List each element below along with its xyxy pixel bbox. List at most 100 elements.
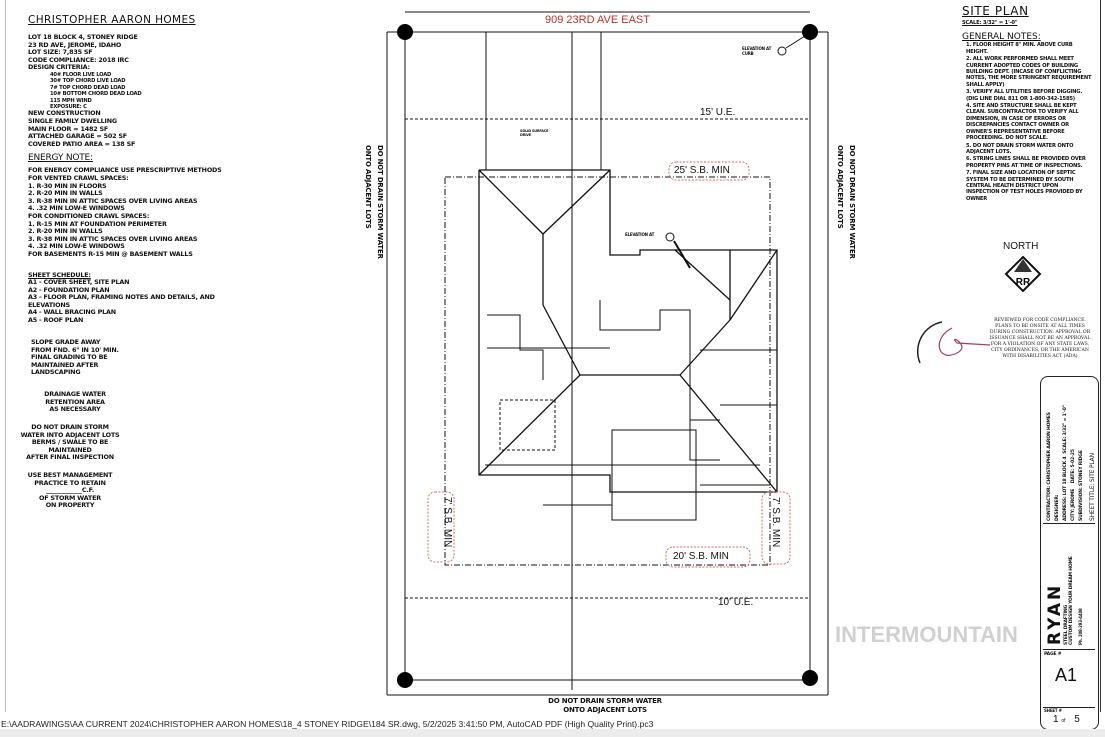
sheet-number: 1 of 5 (1053, 714, 1080, 727)
date: DATE: 5-02-25 (1071, 449, 1076, 484)
slope-line: LANDSCAPING (31, 368, 81, 377)
right-side-drain-note-line1: DO NOT DRAIN STORM WATER (848, 145, 856, 259)
bmp-line: USE BEST MANAGEMENT (27, 471, 113, 479)
storm-line: BERMS / SWALE TO BE (31, 438, 109, 447)
left-side-drain-note-line1: DO NOT DRAIN STORM WATER (376, 145, 384, 259)
svg-text:RR: RR (1016, 277, 1031, 288)
address-row: ADDRESS: LOT 18 BLOCK 4 SCALE: 3/32" = 1… (1062, 405, 1070, 521)
energy-notes: FOR ENERGY COMPLIANCE USE PRESCRIPTIVE M… (28, 167, 258, 258)
bldg-line: NEW CONSTRUCTION (28, 109, 101, 118)
north-arrow-icon: RR (1004, 256, 1042, 292)
right-side-drain-note-line2: ONTO ADJACENT LOTS (836, 145, 844, 229)
city: CITY: JEROME (1071, 488, 1076, 521)
bottom-drain-note-line2: ONTO ADJACENT LOTS (563, 706, 647, 714)
slope-line: MAINTAINED AFTER (31, 360, 99, 369)
sched-line: A3 - FLOOR PLAN, FRAMING NOTES AND DETAI… (28, 293, 215, 302)
general-notes-title: GENERAL NOTES: (962, 32, 1041, 43)
proj-line: 23 RD AVE, JEROME, IDAHO (28, 40, 122, 49)
energy-line: 2. R-20 MIN IN WALLS (28, 189, 103, 198)
front-ue-label: 15' U.E. (700, 107, 736, 118)
firm-contact: Ph. 208-293-4408 (1078, 608, 1083, 645)
storm-line: AFTER FINAL INSPECTION (26, 453, 114, 462)
rear-setback-label: 20' S.B. MIN (673, 551, 729, 562)
sheet-total: 5 (1074, 714, 1080, 725)
left-setback-label: 7' S.B. MIN (442, 497, 453, 548)
elevation-markers (665, 35, 806, 269)
energy-line: 4. .32 MIN LOW-E WINDOWS (28, 242, 125, 251)
property-pin-sw (802, 670, 818, 686)
energy-line: FOR CONDITIONED CRAWL SPACES: (28, 211, 150, 220)
site-plan-title: SITE PLAN (962, 4, 1029, 18)
company-title: CHRISTOPHER AARON HOMES (28, 14, 196, 26)
sheet-label: SHEET # (1044, 708, 1062, 713)
energy-line: 3. R-38 MIN IN ATTIC SPACES OVER LIVING … (28, 234, 198, 243)
house-roof-outline (478, 169, 778, 493)
drain-line: RETENTION AREA (45, 397, 105, 406)
drain-line: AS NECESSARY (49, 405, 101, 414)
designer: DESIGNER: (1055, 494, 1060, 521)
north-label: NORTH (1003, 241, 1039, 252)
firm-logo: RYAN STEEL DRAFTING CUSTOM DESIGN YOUR D… (1045, 556, 1083, 645)
rear-ue-label: 10' U.E. (718, 597, 754, 608)
gnotes-line: 6. STRING LINES SHALL BE PROVIDED OVER P… (966, 156, 1086, 169)
footer-bar (0, 729, 1105, 737)
sheet-num: 1 (1053, 714, 1059, 725)
energy-line: 2. R-20 MIN IN WALLS (28, 227, 103, 236)
sheet-border-left (5, 0, 6, 712)
gnotes-line: 1. FLOOR HEIGHT 8" MIN. ABOVE CURB HEIGH… (966, 42, 1073, 55)
crit-line: 115 MPH WIND (50, 97, 92, 104)
gnotes-line: 4. SITE AND STRUCTURE SHALL BE KEPT CLEA… (966, 103, 1079, 142)
sched-line: A5 - ROOF PLAN (28, 316, 84, 325)
scale-label: SCALE: 3/32" = 1'-0" (962, 20, 1018, 26)
sheet-of: of (1061, 718, 1066, 724)
proj-line: LOT SIZE: 7,835 SF (28, 48, 93, 57)
address: ADDRESS: LOT 18 BLOCK 4 (1063, 456, 1068, 521)
gnotes-line: 3. VERIFY ALL UTILITIES BEFORE DIGGING. … (966, 89, 1083, 102)
property-pin-nw (802, 24, 818, 40)
sheet-schedule-title: SHEET SCHEDULE: (28, 270, 91, 279)
sched-line: A2 - FOUNDATION PLAN (28, 285, 110, 294)
energy-line: 1. R-15 MIN AT FOUNDATION PERIMETER (28, 219, 167, 228)
page-label: PAGE # (1044, 652, 1062, 657)
proj-line: LOT 18 BLOCK 4, STONEY RIDGE (28, 33, 138, 41)
watermark: INTERMOUNTAIN (835, 622, 1018, 647)
sched-line: A1 - COVER SHEET, SITE PLAN (28, 278, 130, 287)
street-address-label: 909 23RD AVE EAST (545, 14, 650, 26)
slope-line: FINAL GRADING TO BE (31, 353, 108, 362)
energy-line: FOR VENTED CRAWL SPACES: (28, 173, 129, 182)
bmp-line: ____________C.F. (45, 486, 95, 495)
file-path-footer: E:\AADRAWINGS\AA CURRENT 2024\CHRISTOPHE… (1, 719, 654, 729)
property-pin-ne (397, 24, 413, 40)
right-setback-label: 7' S.B. MIN (770, 497, 781, 548)
crit-line: 7# TOP CHORD DEAD LOAD (50, 84, 126, 91)
setback-line (444, 176, 771, 566)
storm-line: WATER INTO ADJACENT LOTS (20, 430, 120, 439)
crit-line: 10# BOTTOM CHORD DEAD LOAD (50, 91, 142, 98)
left-side-drain-note-line2: ONTO ADJACENT LOTS (364, 145, 372, 229)
gnotes-line: 2. ALL WORK PERFORMED SHALL MEET CURRENT… (966, 56, 1092, 88)
sched-line: ELEVATIONS (28, 300, 70, 309)
page-number: A1 (1055, 665, 1078, 685)
crit-line: 30# TOP CHORD LIVE LOAD (50, 78, 126, 85)
bmp-line: OF STORM WATER (39, 493, 101, 502)
setback-clouds (427, 161, 791, 568)
crit-line: EXPOSURE: C (50, 104, 87, 110)
sheet-title: SHEET TITLE: SITE PLAN (1089, 453, 1096, 521)
right-side-drain-note: DO NOT DRAIN STORM WATER ONTO ADJACENT L… (834, 145, 858, 259)
energy-note-title: ENERGY NOTE: (28, 153, 93, 164)
gnotes-line: 7. FINAL SIZE AND LOCATION OF SEPTIC SYS… (966, 170, 1083, 202)
gnotes-line: 5. DO NOT DRAIN STORM WATER ONTO ADJACEN… (966, 142, 1074, 155)
property-pins (397, 24, 818, 688)
driveway-label: SOLID SURFACE DRIVE (520, 129, 549, 137)
elevation-house-label: ELEVATION AT (625, 232, 655, 237)
energy-line: 3. R-38 MIN IN ATTIC SPACES OVER LIVING … (28, 196, 198, 205)
bottom-drain-note: DO NOT DRAIN STORM WATER ONTO ADJACENT L… (530, 697, 680, 715)
title-block-info: CONTRACTOR: CHRISTOPHER AARON HOMES DESI… (1043, 381, 1096, 524)
